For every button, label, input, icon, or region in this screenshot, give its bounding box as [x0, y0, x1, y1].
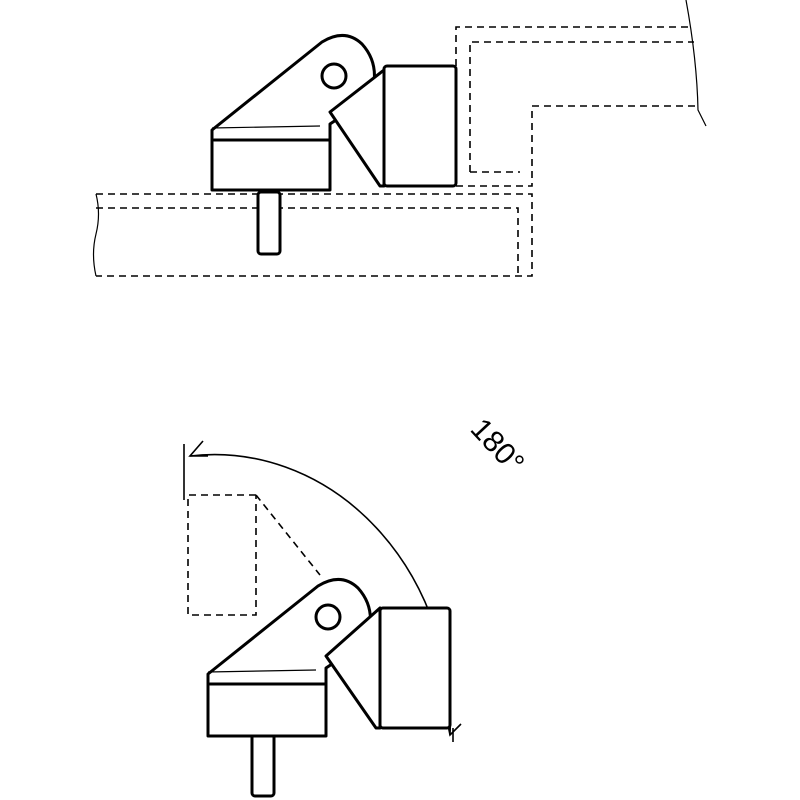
hinge-cup-block	[382, 64, 458, 188]
mounted-hinge-figure	[92, 0, 707, 277]
base-top-edge	[211, 125, 321, 129]
base-panel-outline	[92, 193, 533, 277]
rotation-figure: 180°	[183, 412, 530, 798]
pivot-hole	[320, 62, 348, 90]
door-frame-outline	[455, 0, 707, 187]
mounting-pin	[256, 190, 282, 256]
rotated-position-outline	[187, 494, 321, 616]
rotation-angle-label: 180°	[464, 412, 530, 480]
pivot-hole-lower	[314, 603, 342, 631]
hinge-cup-block-lower	[378, 606, 452, 730]
mounting-pin-lower	[250, 732, 276, 798]
hinge-body-mounted	[210, 34, 458, 256]
hinge-body-rotated	[206, 578, 452, 798]
base-top-edge-lower	[207, 669, 317, 673]
